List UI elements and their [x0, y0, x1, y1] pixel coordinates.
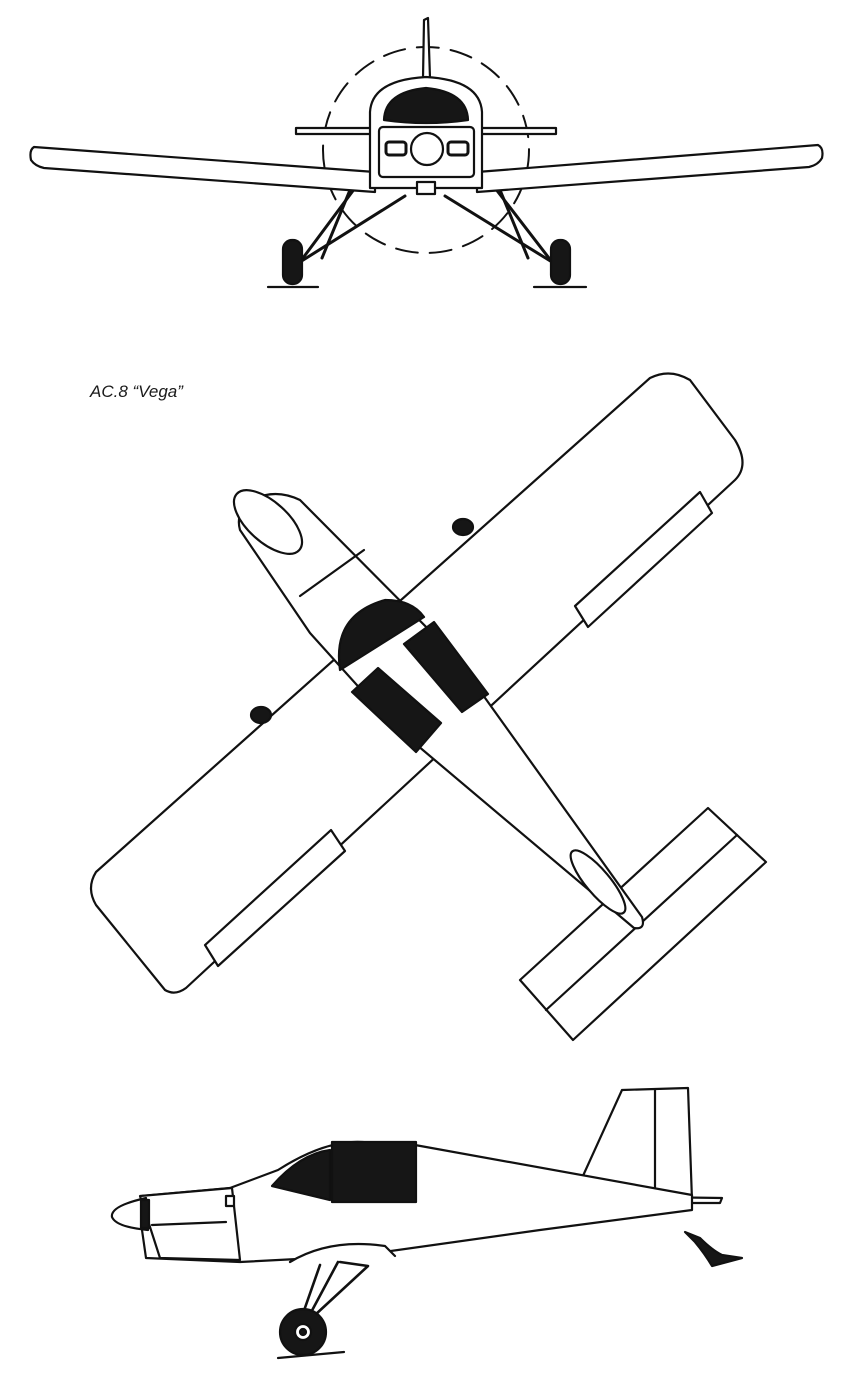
main-landing-gear [288, 186, 562, 264]
side-spinner [110, 1196, 150, 1232]
firewall-line [298, 548, 366, 598]
right-wheel [549, 238, 572, 286]
cowling-line [150, 1220, 228, 1227]
right-air-intake [446, 140, 470, 157]
right-wheel-fairing [451, 517, 475, 537]
windshield [382, 86, 470, 125]
wing-root [288, 1242, 397, 1264]
canopy-side-right [402, 620, 490, 714]
spinner [409, 131, 445, 167]
left-air-intake [384, 140, 408, 157]
left-aileron [203, 828, 347, 968]
side-windshield [270, 1148, 332, 1202]
drawing-title: AC.8 “Vega” [90, 382, 183, 401]
right-aileron [573, 490, 714, 629]
left-wheel [281, 238, 304, 286]
canopy-front [337, 598, 426, 672]
spinner-top [232, 489, 304, 555]
propeller-hub [139, 1198, 151, 1230]
left-wheel-fairing [249, 705, 273, 725]
intake-side [224, 1194, 236, 1208]
side-wheel-axle [298, 1327, 308, 1337]
tail-skid [683, 1230, 744, 1268]
exhaust [415, 180, 437, 196]
left-wing [29, 145, 377, 194]
top-view [89, 372, 768, 1042]
side-ground-line [276, 1350, 346, 1360]
fin-top [569, 849, 627, 915]
right-wing [475, 143, 824, 194]
vertical-fin [421, 16, 432, 80]
side-canopy [330, 1140, 418, 1204]
front-view [29, 16, 824, 289]
side-view [110, 1086, 744, 1360]
canopy-side-left [350, 666, 443, 754]
